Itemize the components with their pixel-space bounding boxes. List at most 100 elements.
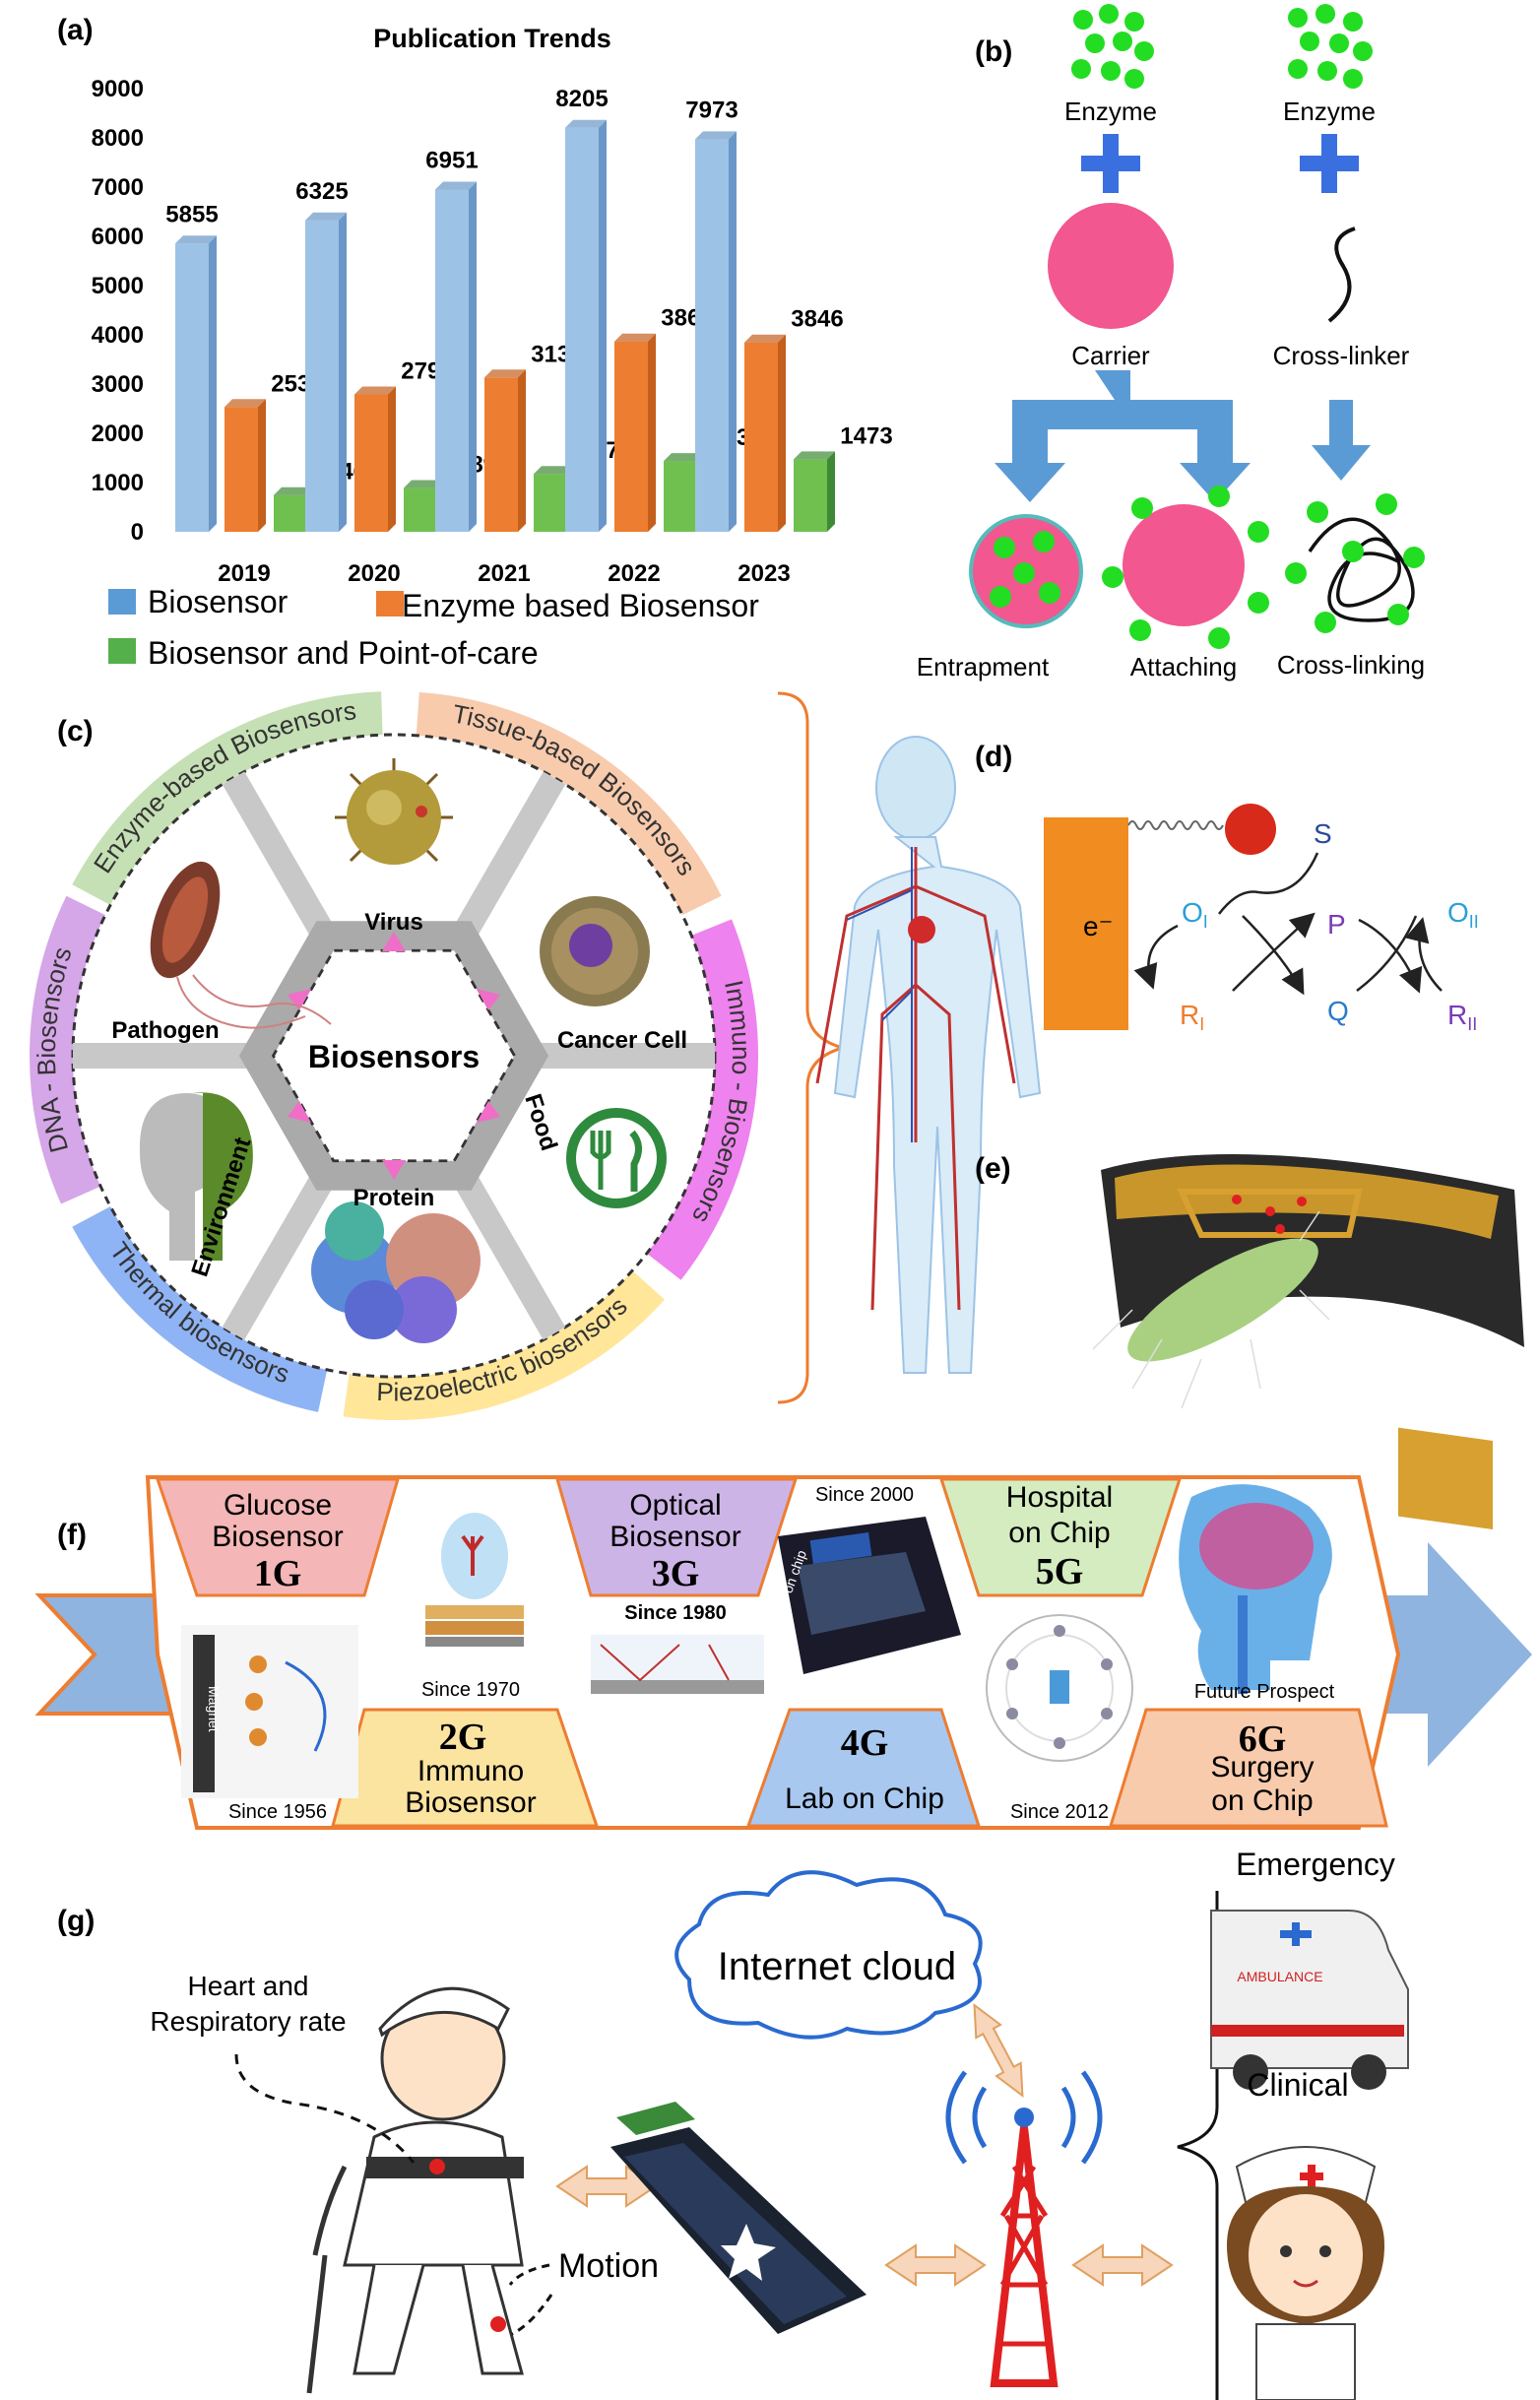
electron-label: e⁻	[1083, 911, 1113, 941]
bar-side	[209, 235, 217, 532]
image-5g	[986, 1614, 1133, 1762]
y-tick-label: 6000	[92, 224, 144, 250]
x-tick-label: 2020	[348, 560, 400, 587]
o2-label: OII	[1447, 897, 1479, 932]
plus-icon-right	[1300, 134, 1359, 193]
panel-label-a: (a)	[57, 14, 94, 46]
panel-label-f: (f)	[57, 1519, 87, 1551]
legend-swatch-biosensor	[108, 589, 136, 615]
bar-top	[695, 131, 737, 140]
bar-1	[614, 341, 648, 532]
bar-side	[648, 333, 656, 532]
g3-name-line2: Biosensor	[610, 1521, 740, 1553]
clinical-label: Clinical	[1247, 2067, 1348, 2103]
g4-name: Lab on Chip	[785, 1783, 944, 1815]
bar-top	[534, 466, 575, 475]
g1-since: Since 1956	[228, 1801, 327, 1823]
inner-label-cancer: Cancer Cell	[557, 1027, 687, 1054]
bar-side	[469, 181, 477, 532]
bar-2	[534, 474, 567, 532]
linker-spring	[1127, 820, 1224, 830]
g6-gen: 6G	[1239, 1719, 1287, 1760]
image-1g: Magnet	[181, 1625, 358, 1798]
attaching-label: Attaching	[1130, 652, 1237, 681]
x-tick-label: 2019	[218, 560, 270, 587]
cross-linker-icon	[1327, 227, 1356, 323]
bar-chart: 0100020003000400050006000700080009000585…	[92, 76, 893, 587]
bar-top	[664, 453, 705, 462]
bar-top	[435, 181, 477, 190]
x-tick-label: 2022	[608, 560, 660, 587]
r2-label: RII	[1447, 1000, 1477, 1034]
bar-top	[404, 480, 445, 488]
y-tick-label: 5000	[92, 273, 144, 299]
timeline-head	[1369, 1542, 1532, 1767]
g3-gen: 3G	[652, 1553, 700, 1594]
bar-side	[339, 212, 347, 532]
segment-thermal	[72, 1206, 328, 1412]
enzyme-label-right: Enzyme	[1283, 97, 1376, 126]
plus-icon-left	[1081, 134, 1140, 193]
y-tick-label: 7000	[92, 174, 144, 201]
protein-illustration	[311, 1201, 481, 1343]
panel-label-c: (c)	[57, 715, 94, 747]
heart-pointer	[234, 2053, 416, 2164]
g5-name-line2: on Chip	[1008, 1517, 1110, 1549]
center-arrows	[288, 932, 500, 1180]
cell-tower-illustration	[945, 2070, 1103, 2387]
cell-1g	[155, 1477, 400, 1597]
cancer-cell-illustration	[540, 896, 650, 1006]
g3-since: Since 1980	[624, 1602, 726, 1624]
bar-top	[274, 486, 315, 495]
entrapment-label: Entrapment	[917, 652, 1050, 681]
g2-name-line2: Biosensor	[405, 1786, 536, 1819]
motion-label: Motion	[558, 2247, 659, 2285]
bar-2	[274, 494, 307, 532]
bracket-c	[777, 691, 849, 1404]
arrow-r1-o1	[1232, 912, 1315, 992]
image-6g	[1179, 1484, 1332, 1694]
motion-pointer	[508, 2263, 553, 2336]
bracket-g	[1177, 1891, 1219, 2400]
cloud-label: Internet cloud	[718, 1945, 956, 1988]
bar-top	[225, 399, 266, 408]
legend-label-enzyme: Enzyme based Biosensor	[402, 588, 759, 623]
data-label: 1473	[840, 422, 892, 449]
data-label: 5855	[165, 201, 218, 227]
arrow-s-p	[1218, 852, 1319, 915]
nurse-illustration	[1227, 2146, 1384, 2400]
heart-label-line2: Respiratory rate	[150, 2006, 346, 2037]
attaching-sphere	[1123, 504, 1245, 626]
crosslinked-network	[1308, 517, 1415, 622]
substrate-s: S	[1314, 818, 1332, 849]
environment-illustration	[139, 1092, 253, 1261]
panel-label-b: (b)	[975, 35, 1012, 68]
bar-1	[354, 394, 388, 532]
attached-enzymes	[1102, 486, 1269, 649]
virus-illustration	[335, 758, 453, 865]
y-tick-label: 9000	[92, 76, 144, 102]
legend-swatch-poc	[108, 638, 136, 664]
bar-0	[565, 127, 599, 532]
g4-since: Since 2000	[815, 1484, 914, 1506]
bar-side	[388, 386, 396, 532]
human-body-illustration	[815, 736, 1042, 1374]
bar-top	[175, 235, 217, 244]
carrier-sphere	[1048, 203, 1174, 329]
inner-label-protein: Protein	[353, 1185, 435, 1211]
electrode	[1044, 817, 1128, 1030]
bar-side	[258, 399, 266, 532]
legend-label-biosensor: Biosensor	[148, 584, 289, 619]
g1-name-line1: Glucose	[224, 1489, 332, 1522]
g5-since: Since 2012	[1010, 1801, 1109, 1823]
bar-0	[305, 220, 339, 532]
r1-label: RI	[1180, 1000, 1204, 1034]
data-label: 3846	[791, 306, 843, 333]
cell-5g	[938, 1477, 1183, 1597]
segment-enzyme	[72, 691, 383, 905]
y-tick-label: 3000	[92, 371, 144, 398]
image-2g	[425, 1513, 524, 1647]
x-tick-label: 2021	[478, 560, 530, 587]
g1-name-line2: Biosensor	[212, 1521, 343, 1553]
